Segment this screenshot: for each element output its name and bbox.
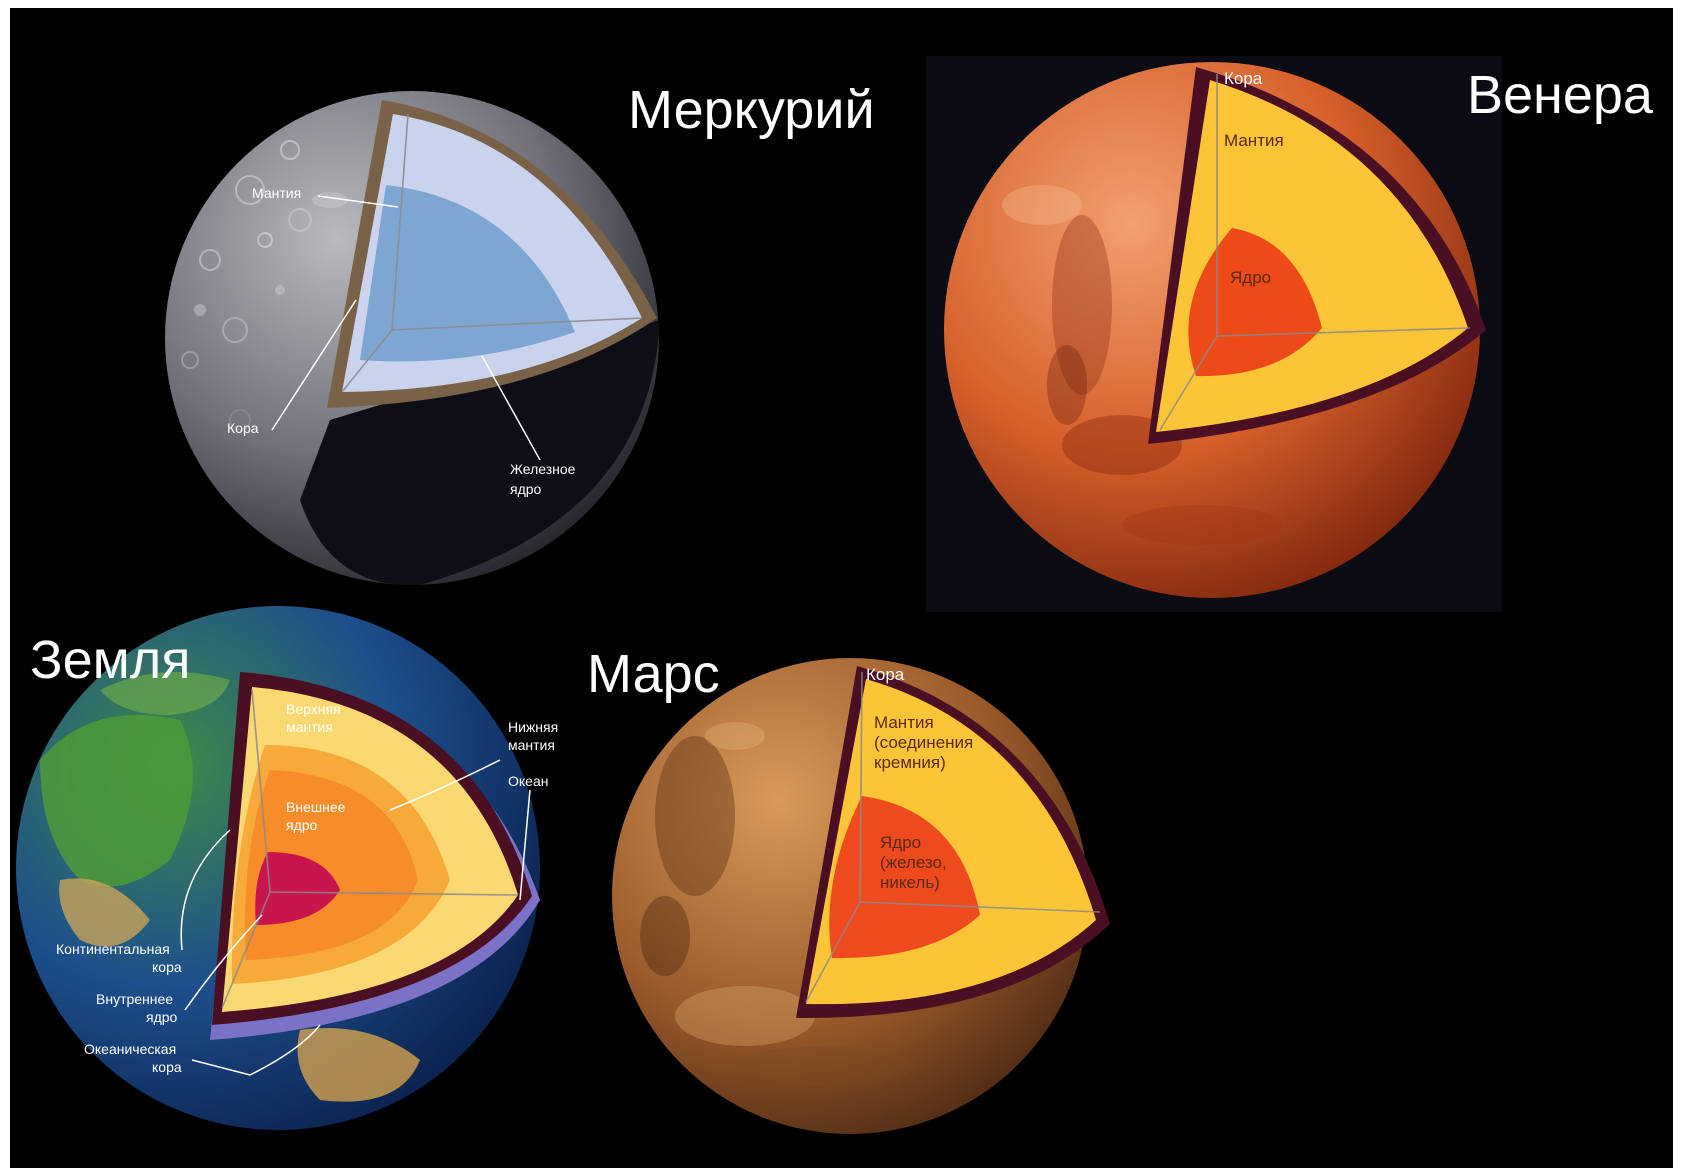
- mercury-core-label-line-2: ядро: [510, 481, 542, 497]
- mercury-title: Меркурий: [628, 80, 875, 140]
- earth-upper-mantle-label-line-1: Верхняя: [286, 701, 341, 717]
- venus-mantle-label: Мантия: [1224, 131, 1284, 150]
- earth-inner-core-label-line-1: Внутреннее: [96, 991, 173, 1007]
- earth-inner-core-label-line-2: ядро: [146, 1009, 178, 1025]
- venus-title: Венера: [1467, 65, 1654, 125]
- earth-title: Земля: [30, 630, 191, 690]
- mars-mantle-label-line-2: (соединения: [874, 733, 973, 752]
- mercury-mantle-label: Мантия: [252, 185, 301, 201]
- mars-title: Марс: [587, 644, 720, 704]
- mercury-core-label-line-1: Железное: [510, 461, 576, 477]
- venus-core-label: Ядро: [1230, 268, 1271, 287]
- mars-core-label-line-3: никель): [880, 873, 940, 892]
- earth-outer-core-label-line-1: Внешнее: [286, 799, 346, 815]
- earth-continental-crust-label-line-1: Континентальная: [56, 941, 170, 957]
- earth-upper-mantle-label-line-2: мантия: [286, 719, 333, 735]
- earth-lower-mantle-label-line-1: Нижняя: [508, 719, 558, 735]
- earth-oceanic-crust-label-line-1: Океаническая: [84, 1041, 176, 1057]
- venus-crust-label: Кора: [1224, 69, 1263, 88]
- earth-ocean-label: Океан: [508, 773, 548, 789]
- earth-oceanic-crust-label-line-2: кора: [152, 1059, 182, 1075]
- mars-core-label-line-1: Ядро: [880, 833, 921, 852]
- mars-mantle-label-line-1: Мантия: [874, 713, 934, 732]
- earth-outer-core-label-line-2: ядро: [286, 817, 318, 833]
- mercury-crust-label: Кора: [227, 420, 259, 436]
- mars-mantle-label-line-3: кремния): [874, 753, 946, 772]
- earth-lower-mantle-label-line-2: мантия: [508, 737, 555, 753]
- mars-core-label-line-2: (железо,: [880, 853, 947, 872]
- earth-continental-crust-label-line-2: кора: [152, 959, 182, 975]
- mars-crust-label: Кора: [866, 665, 905, 684]
